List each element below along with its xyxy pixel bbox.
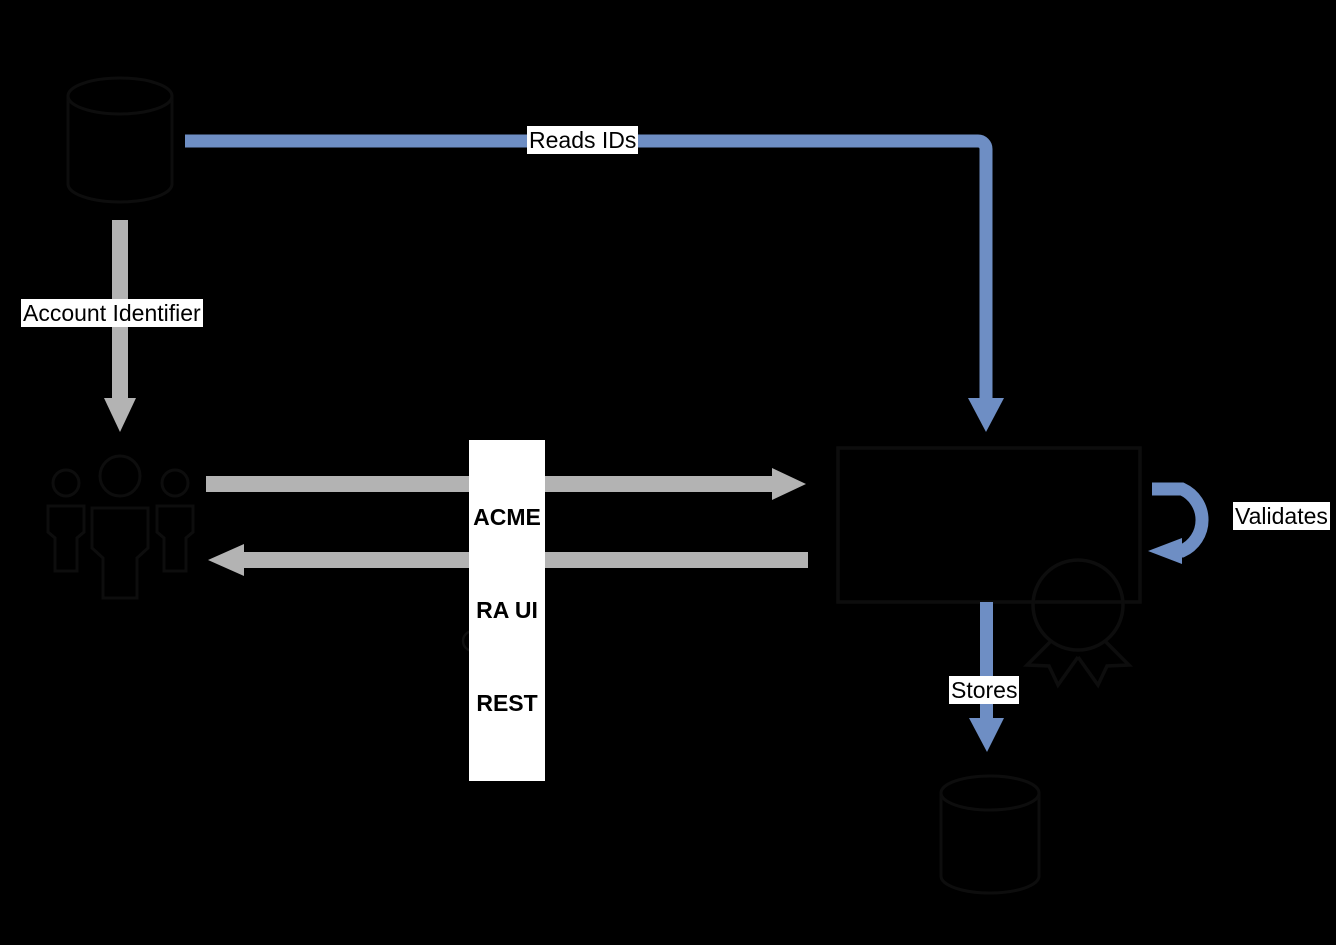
acme-label-line-3: REST	[476, 690, 538, 716]
target-database-cylinder	[939, 774, 1041, 895]
edge-reads-ids-arrowhead	[968, 398, 1004, 432]
users-group-icon	[46, 454, 195, 600]
edge-validates-arrowhead	[1148, 538, 1182, 564]
edge-validates	[1152, 482, 1209, 558]
edge-reads-ids	[185, 134, 993, 400]
acme-label-line-2: RA UI	[476, 597, 538, 623]
edge-label-acme-ra-ui-rest: ACME RA UI REST	[469, 440, 545, 781]
edge-label-reads-ids: Reads IDs	[527, 126, 639, 154]
acme-server-box	[836, 446, 1142, 604]
certificate-badge-icon	[1022, 558, 1134, 689]
edge-label-stores: Stores	[949, 676, 1020, 704]
edge-label-validates: Validates	[1233, 502, 1330, 530]
acme-label-line-1: ACME	[473, 504, 541, 530]
edge-label-account-identifier: Account Identifier	[21, 299, 203, 327]
source-database-cylinder	[66, 76, 174, 204]
